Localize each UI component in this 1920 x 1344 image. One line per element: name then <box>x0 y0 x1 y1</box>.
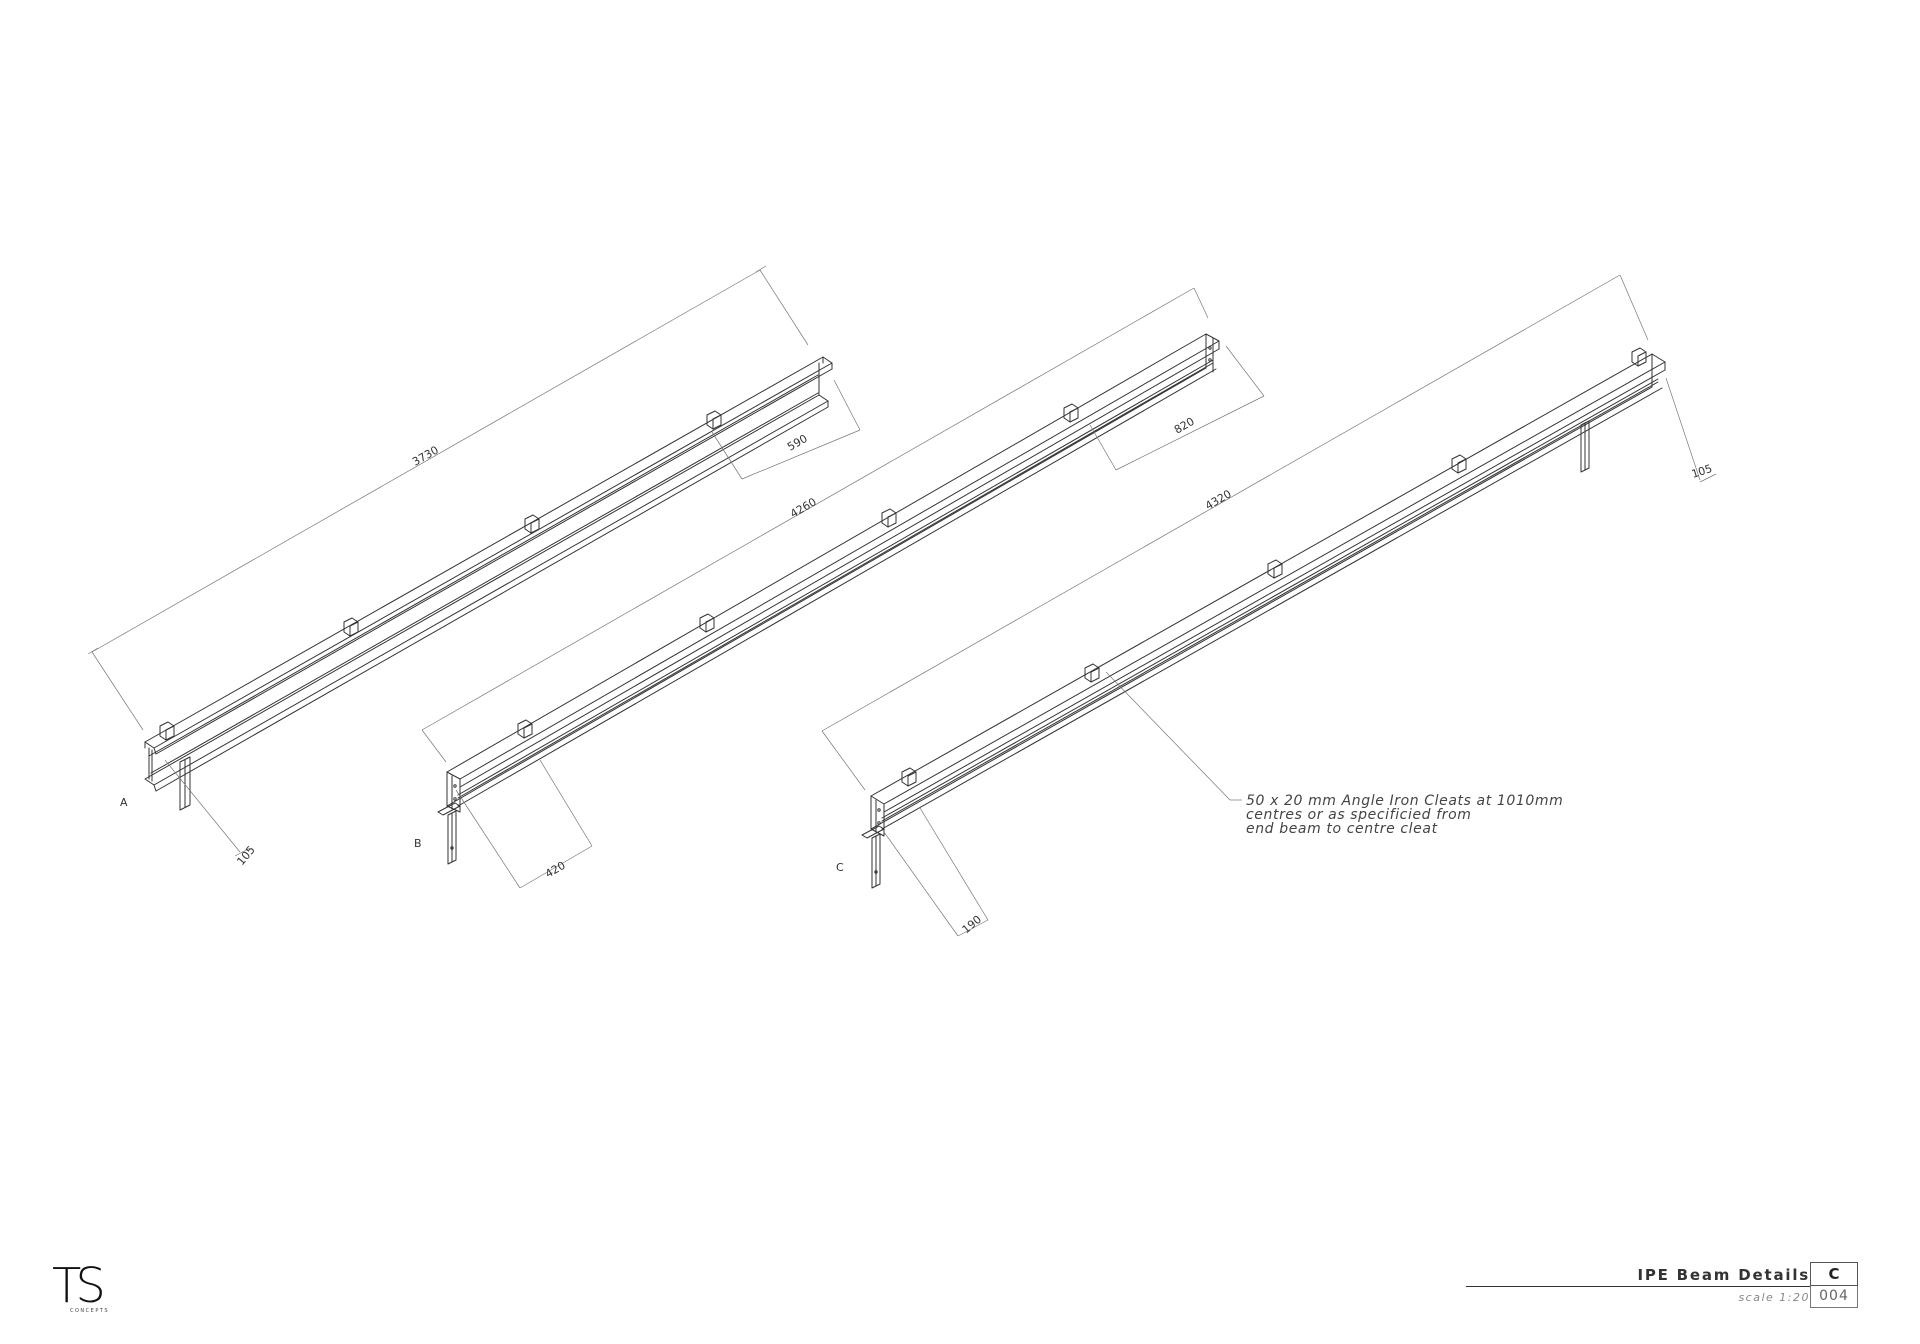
cleat <box>706 410 722 430</box>
label-c: C <box>836 861 844 874</box>
title-block: IPE Beam Details scale 1:20 C 004 <box>1466 1262 1868 1310</box>
title-rule <box>1466 1286 1810 1287</box>
dim-end-c: 190 <box>960 913 984 936</box>
cleat <box>1063 403 1079 423</box>
cleat <box>881 508 897 528</box>
dim-length-c: 4320 <box>1203 487 1234 512</box>
beam-b <box>437 333 1220 865</box>
drawing-title: IPE Beam Details <box>1637 1266 1810 1284</box>
cleat <box>343 617 359 637</box>
label-b: B <box>414 837 422 850</box>
logo-subtitle: CONCEPTS <box>70 1308 110 1314</box>
dim-end-c-right: 105 <box>1690 462 1714 481</box>
sheet-number-box: 004 <box>1810 1286 1858 1308</box>
cleat <box>159 721 175 741</box>
cleat <box>901 767 917 787</box>
logo-mark: TS <box>52 1258 106 1314</box>
dim-cleat-a: 590 <box>785 432 810 454</box>
dim-cleat-b: 820 <box>1172 415 1197 437</box>
dim-end-a: 105 <box>234 843 257 867</box>
cleat <box>1631 347 1647 367</box>
cleat <box>524 514 540 534</box>
beam-c <box>861 347 1666 889</box>
label-a: A <box>120 796 128 809</box>
cleat <box>1451 454 1467 474</box>
beam-a <box>144 356 833 811</box>
dim-length-b: 4260 <box>788 495 819 520</box>
revision-box: C <box>1810 1262 1858 1286</box>
cleat <box>1267 559 1283 579</box>
dim-length-a: 3730 <box>410 444 441 469</box>
drawing-scale: scale 1:20 <box>1738 1291 1810 1304</box>
cleat <box>699 613 715 633</box>
note-line-2: centres or as specificied from <box>1246 807 1472 823</box>
company-logo: TS CONCEPTS <box>52 1262 112 1322</box>
cleat <box>1084 663 1100 683</box>
note-line-1: 50 x 20 mm Angle Iron Cleats at 1010mm <box>1246 793 1563 809</box>
note-line-3: end beam to centre cleat <box>1246 821 1438 837</box>
cleat <box>517 719 533 739</box>
